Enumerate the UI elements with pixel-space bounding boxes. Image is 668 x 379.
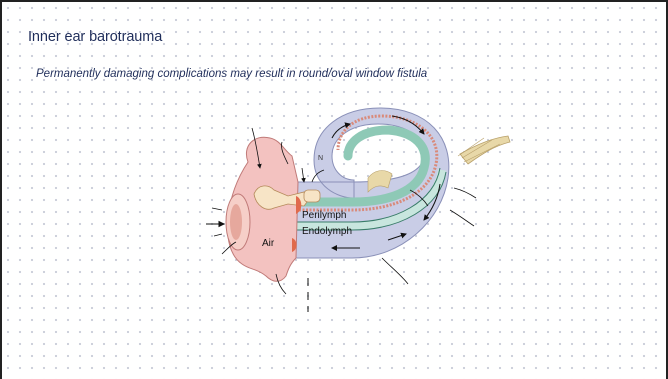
label-perilymph: Perilymph	[302, 210, 346, 221]
label-n: N	[318, 155, 323, 162]
slide-title: Inner ear barotrauma	[28, 29, 162, 45]
ear-illustration: Perilymph Endolymph Air N	[192, 98, 532, 328]
inner-ear-diagram: Perilymph Endolymph Air N	[192, 98, 532, 328]
slide-subtitle: Permanently damaging complications may r…	[36, 68, 427, 80]
label-air: Air	[262, 238, 275, 249]
cochlear-nerve	[460, 136, 510, 164]
label-endolymph: Endolymph	[302, 226, 352, 237]
